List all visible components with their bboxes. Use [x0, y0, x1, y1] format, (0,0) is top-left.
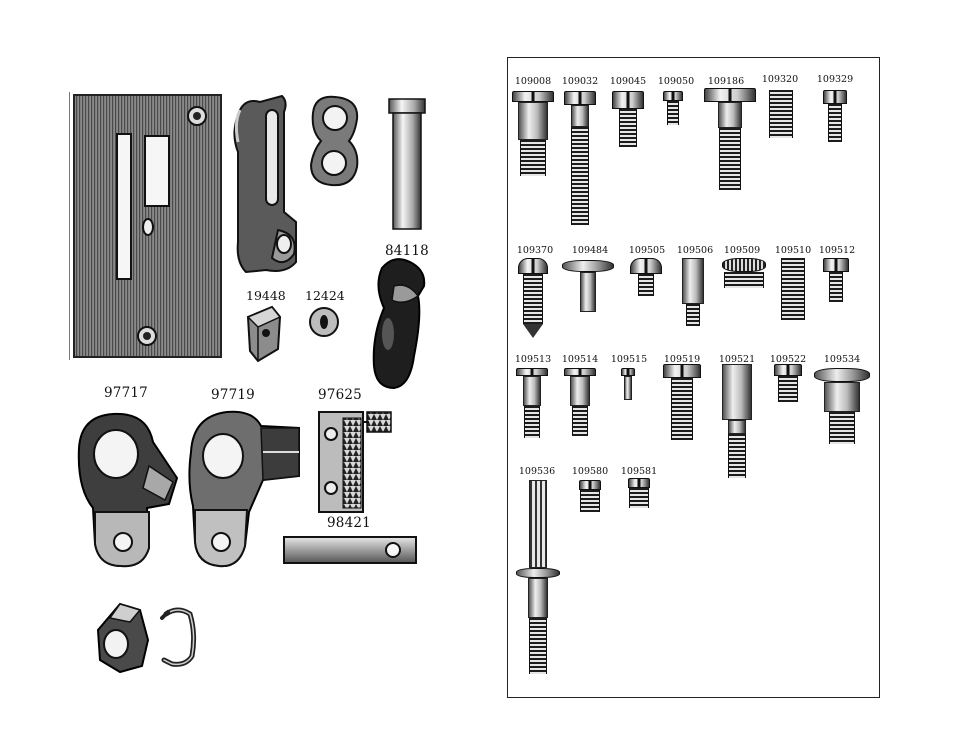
screw-109521-image: [722, 364, 752, 478]
collar-image: [90, 600, 154, 676]
screw-109509-image: [722, 258, 766, 288]
screw-label: 109513: [515, 354, 551, 365]
screw-109329-image: [823, 90, 847, 142]
screw-label: 109008: [515, 76, 551, 87]
clamp-arm-97717-image: [73, 408, 183, 570]
screw-109032-image: [564, 91, 596, 225]
screw-109484-image: [562, 260, 614, 312]
screw-109514-image: [564, 368, 596, 436]
figure-eight-link-image: [305, 93, 363, 189]
screw-label: 109329: [817, 74, 853, 85]
pin-post-image: [387, 97, 427, 232]
screw-109506-image: [682, 258, 704, 326]
screw-109320-image: [769, 90, 793, 138]
part-label-97719: 97719: [211, 387, 255, 403]
screw-109513-image: [516, 368, 548, 438]
screw-label: 109050: [658, 76, 694, 87]
bar-98421-image: [282, 533, 418, 567]
screw-label: 109510: [775, 245, 811, 256]
screw-label: 109505: [629, 245, 665, 256]
screw-label: 109186: [708, 76, 744, 87]
presser-lever-image: [226, 92, 298, 277]
screw-label: 109045: [610, 76, 646, 87]
part-label-12424: 12424: [305, 288, 345, 303]
screw-label: 109581: [621, 466, 657, 477]
screw-label: 109534: [824, 354, 860, 365]
screw-label: 109515: [611, 354, 647, 365]
screw-label: 109484: [572, 245, 608, 256]
screw-109581-image: [628, 478, 650, 508]
screw-109522-image: [774, 364, 802, 402]
screw-label: 109370: [517, 245, 553, 256]
screw-label: 109512: [819, 245, 855, 256]
screw-label: 109320: [762, 74, 798, 85]
part-label-98421: 98421: [327, 515, 371, 531]
screw-109045-image: [612, 91, 644, 147]
screw-label: 109580: [572, 466, 608, 477]
screw-label: 109509: [724, 245, 760, 256]
screw-109370-image: [518, 258, 548, 338]
handle-84118-image: [364, 256, 436, 394]
washer-12424-image: [307, 305, 341, 339]
screw-109512-image: [823, 258, 849, 302]
screw-label: 109506: [677, 245, 713, 256]
wire-clip-image: [156, 604, 202, 670]
screw-label: 109514: [562, 354, 598, 365]
screw-109580-image: [579, 480, 601, 512]
screw-catalog-panel: 109008 109032 109045 109050 109186 10932…: [507, 57, 880, 698]
screw-109534-image: [814, 368, 870, 444]
screw-109536-image: [516, 480, 560, 674]
screw-109050-image: [663, 91, 683, 125]
screw-109519-image: [663, 364, 701, 440]
part-label-19448: 19448: [246, 288, 286, 303]
screw-109008-image: [512, 91, 554, 176]
throat-plate-image: [73, 94, 223, 359]
feed-dog-97625-image: [317, 408, 397, 514]
page-edge-line: [69, 92, 70, 360]
left-page: 84118 19448 12424 97717 97719 97625: [0, 0, 477, 737]
part-label-97717: 97717: [104, 385, 148, 401]
screw-109515-image: [621, 368, 635, 400]
part-label-97625: 97625: [318, 387, 362, 403]
screw-label: 109536: [519, 466, 555, 477]
block-19448-image: [244, 303, 284, 365]
screw-109186-image: [704, 88, 756, 190]
screw-109505-image: [630, 258, 662, 296]
screw-109510-image: [781, 258, 805, 320]
screw-label: 109032: [562, 76, 598, 87]
